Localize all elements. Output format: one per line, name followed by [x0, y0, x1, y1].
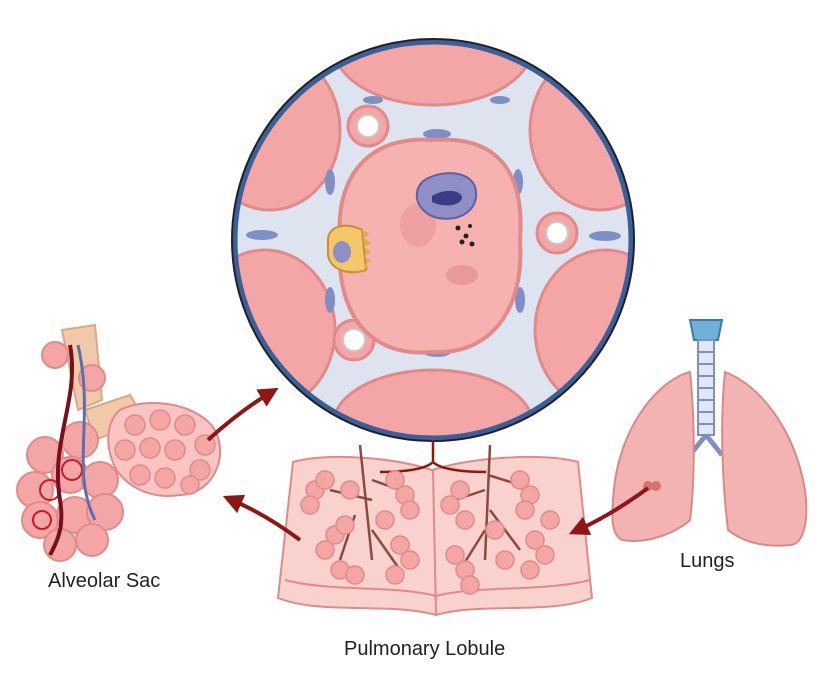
label-lungs: Lungs — [680, 550, 735, 572]
label-pulmonary-lobule: Pulmonary Lobule — [344, 638, 506, 660]
arrow-lungs-to-lobule — [568, 486, 650, 535]
label-alveolar-sac: Alveolar Sac — [48, 570, 161, 592]
lungs-illustration — [611, 319, 808, 547]
arrow-sac-to-circle — [206, 387, 279, 442]
flow-arrows — [206, 387, 650, 542]
alveolar-sac-illustration — [16, 323, 221, 562]
arrow-lobule-to-sac — [222, 494, 302, 542]
magnified-alveolus-view — [231, 38, 635, 442]
pulmonary-lobule-illustration — [276, 440, 594, 617]
